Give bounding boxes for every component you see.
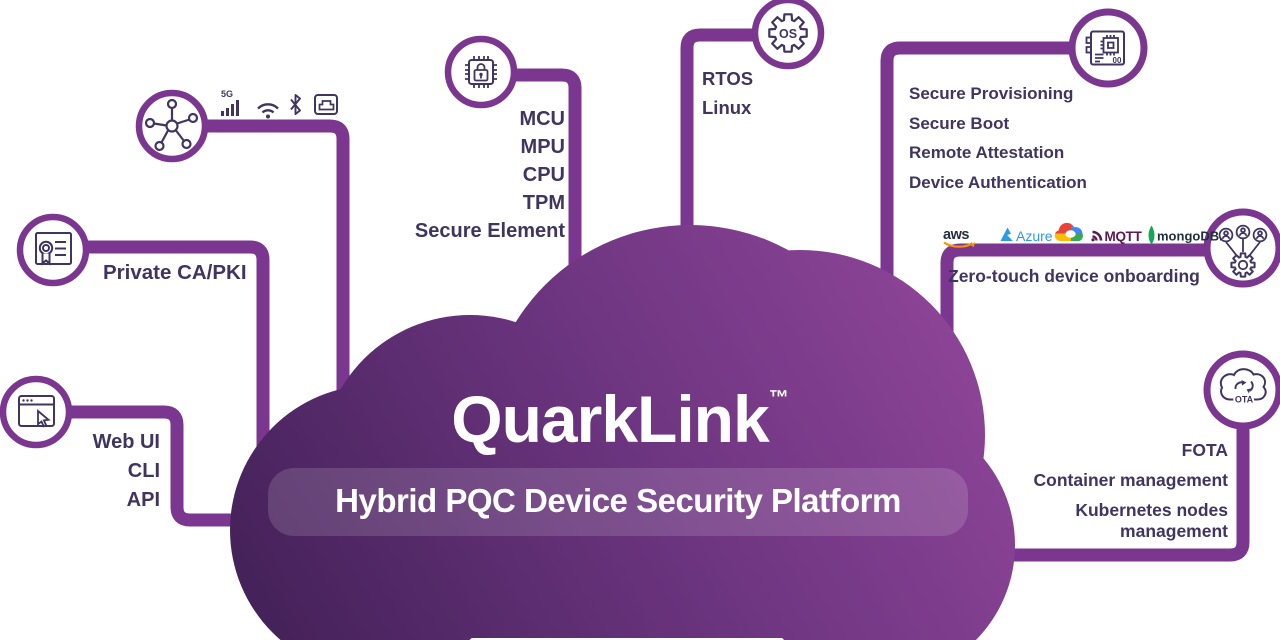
list-item: RTOS (702, 68, 754, 89)
list-item: FOTA (1181, 440, 1228, 460)
product-name: QuarkLink (451, 382, 769, 456)
5g-badge-text: 5G (221, 89, 233, 99)
aws-logo: aws (943, 227, 975, 248)
connector-os (680, 28, 754, 260)
os-icon-label: OS (779, 27, 797, 41)
mqtt-logo-text: MQTT (1105, 229, 1143, 244)
circuit-board-icon: 00 (1085, 30, 1125, 66)
users-gear-icon (1218, 224, 1268, 278)
list-item: MCU (519, 108, 565, 130)
hardware-list: MCU MPU CPU TPM Secure Element (300, 105, 565, 245)
user-icons (1218, 224, 1268, 243)
connector-private-ca (87, 240, 270, 480)
private-ca-label: Private CA/PKI (103, 261, 247, 284)
list-item: Secure Element (414, 220, 565, 242)
cursor-arrow-icon (37, 409, 51, 428)
connector-connectivity (206, 119, 350, 420)
onboarding-label: Zero-touch device onboarding (948, 266, 1200, 286)
ota-cloud-icon: OTA (1219, 368, 1267, 407)
page-title: QuarkLink™ (340, 381, 900, 457)
list-item: Container management (1033, 470, 1228, 490)
list-item: MPU (520, 136, 565, 158)
interfaces-list: Web UI CLI API (20, 428, 160, 515)
cloud-shape (230, 225, 1015, 640)
list-item: CPU (522, 164, 565, 186)
azure-logo-text: Azure (1016, 228, 1053, 244)
5g-signal-icon: 5G (221, 89, 239, 116)
partner-logos: aws Azure MQTT mongoDB. (943, 222, 1223, 248)
wifi-icon (257, 103, 279, 119)
google-cloud-logo (1054, 222, 1083, 241)
secure-chip-icon (465, 56, 497, 88)
list-item: TPM (522, 192, 565, 214)
list-item: Secure Boot (909, 113, 1010, 133)
mqtt-logo: MQTT (1091, 229, 1143, 244)
list-item: Secure Provisioning (909, 84, 1074, 103)
aws-logo-text: aws (943, 227, 969, 243)
ethernet-icon (314, 94, 338, 115)
list-item: Kubernetes nodes (1075, 500, 1228, 520)
list-item: Linux (702, 97, 752, 118)
private-ca-node (16, 213, 90, 287)
ota-list: FOTA Container management Kubernetes nod… (1034, 435, 1228, 546)
azure-logo: Azure (1000, 227, 1053, 244)
list-item: Remote Attestation (909, 143, 1065, 162)
security-list: Secure Provisioning Secure Boot Remote A… (909, 79, 1087, 197)
tagline-banner: Hybrid PQC Device Security Platform (268, 468, 968, 536)
connectivity-badges: 5G (221, 89, 338, 119)
mongodb-logo: mongoDB. (1148, 225, 1223, 245)
mongodb-logo-text: mongoDB. (1157, 229, 1223, 244)
list-item: management (1120, 521, 1228, 541)
bluetooth-icon (290, 94, 301, 115)
browser-window-icon (18, 395, 55, 428)
certificate-icon (35, 232, 72, 266)
connector-security (880, 41, 1071, 400)
ota-node (1203, 350, 1280, 430)
connector-onboarding (940, 243, 1207, 460)
connector-lines (70, 28, 1250, 562)
connector-interfaces (70, 405, 260, 527)
network-hub-icon (144, 98, 199, 152)
circuit-board-icon-text: 00 (1113, 56, 1122, 65)
list-item: Web UI (92, 431, 160, 453)
connector-ota (1000, 426, 1250, 562)
os-list: RTOS Linux (702, 64, 753, 122)
ota-icon-label: OTA (1235, 395, 1254, 405)
list-item: API (126, 489, 160, 511)
os-gear-icon: OS (768, 13, 808, 53)
list-item: Device Authentication (909, 172, 1087, 192)
connectivity-node (135, 89, 209, 163)
list-item: CLI (127, 460, 160, 482)
connector-hardware (515, 68, 582, 300)
trademark-symbol: ™ (768, 387, 789, 409)
